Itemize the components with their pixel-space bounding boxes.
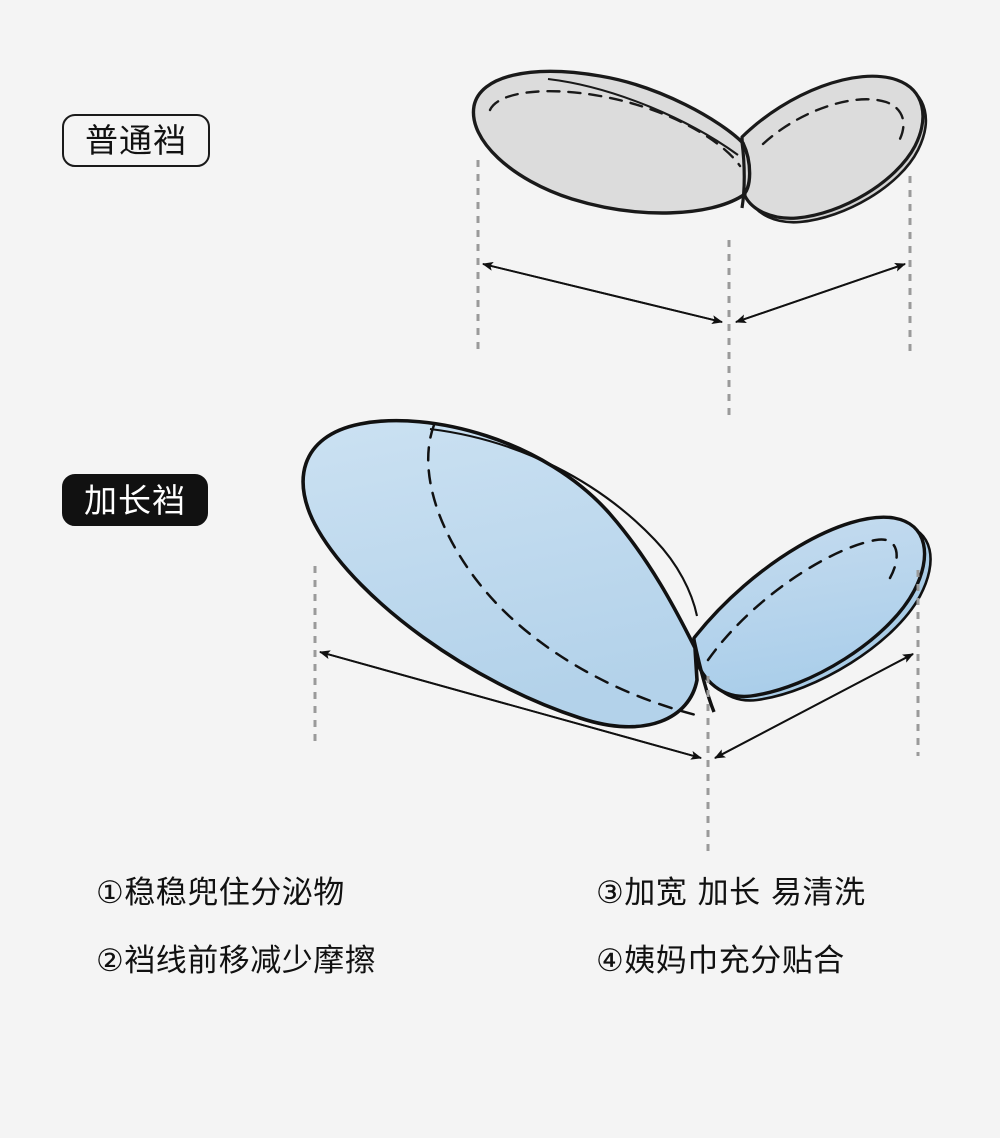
extended-dimension-arrows	[319, 650, 914, 760]
normal-gusset-illustration	[471, 69, 928, 416]
label-normal-gusset: 普通裆	[62, 114, 210, 167]
feature-column-right: ③加宽 加长 易清洗 ④姨妈巾充分贴合	[596, 878, 866, 977]
normal-dimension-arrows	[482, 261, 906, 325]
extended-gusset-right-lobe	[692, 515, 932, 702]
feature-item-4: ④姨妈巾充分贴合	[596, 943, 845, 979]
feature-item-3: ③加宽 加长 易清洗	[596, 875, 866, 911]
normal-gusset-right-lobe	[740, 74, 928, 224]
normal-gusset-left-lobe	[471, 69, 752, 215]
feature-column-left: ①稳稳兜住分泌物 ②裆线前移减少摩擦	[96, 878, 376, 977]
label-extended-gusset: 加长裆	[62, 474, 208, 526]
extended-gusset-left-lobe	[301, 418, 716, 729]
feature-item-2: ②裆线前移减少摩擦	[96, 943, 377, 979]
feature-list: ①稳稳兜住分泌物 ②裆线前移减少摩擦 ③加宽 加长 易清洗 ④姨妈巾充分贴合	[0, 878, 1000, 1028]
feature-item-1: ①稳稳兜住分泌物	[96, 875, 345, 911]
extended-gusset-illustration	[301, 418, 932, 858]
